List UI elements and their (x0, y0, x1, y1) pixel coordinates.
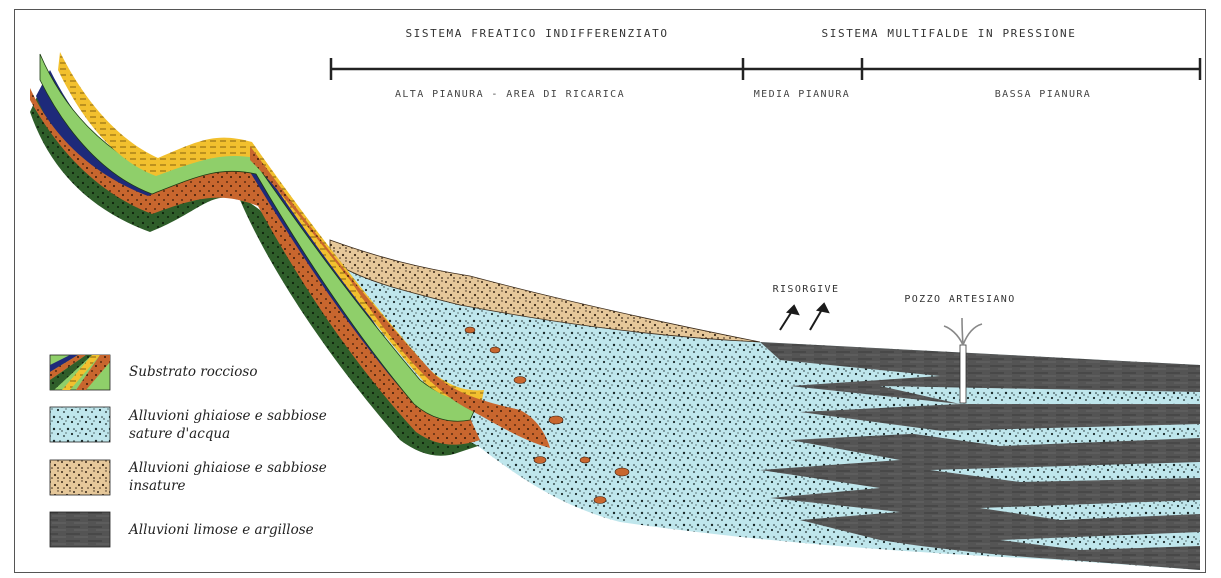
springs-arrows (780, 304, 828, 330)
legend-swatch-saturated (50, 407, 110, 442)
zone-label-alta: ALTA PIANURA - AREA DI RICARICA (395, 89, 625, 100)
header-scale (331, 58, 1200, 80)
header-left-title: SISTEMA FREATICO INDIFFERENZIATO (405, 27, 668, 40)
header-right-title: SISTEMA MULTIFALDE IN PRESSIONE (822, 27, 1077, 40)
legend: Substrato roccioso Alluvioni ghiaiose e … (50, 355, 327, 547)
cross-section (30, 52, 1200, 570)
legend-label-clay: Alluvioni limose e argillose (127, 522, 314, 538)
legend-swatch-unsaturated (50, 460, 110, 495)
springs-label: RISORGIVE (773, 284, 840, 295)
legend-label-saturated-2: sature d'acqua (129, 426, 230, 442)
zone-label-bassa: BASSA PIANURA (995, 89, 1091, 100)
legend-swatch-bedrock (50, 355, 110, 390)
well-label: POZZO ARTESIANO (904, 294, 1015, 305)
legend-label-bedrock: Substrato roccioso (129, 364, 258, 380)
legend-label-unsaturated-1: Alluvioni ghiaiose e sabbiose (127, 460, 327, 476)
legend-swatch-clay (50, 512, 110, 547)
legend-label-unsaturated-2: insature (129, 478, 186, 494)
legend-label-saturated-1: Alluvioni ghiaiose e sabbiose (127, 408, 327, 424)
zone-label-media: MEDIA PIANURA (754, 89, 850, 100)
